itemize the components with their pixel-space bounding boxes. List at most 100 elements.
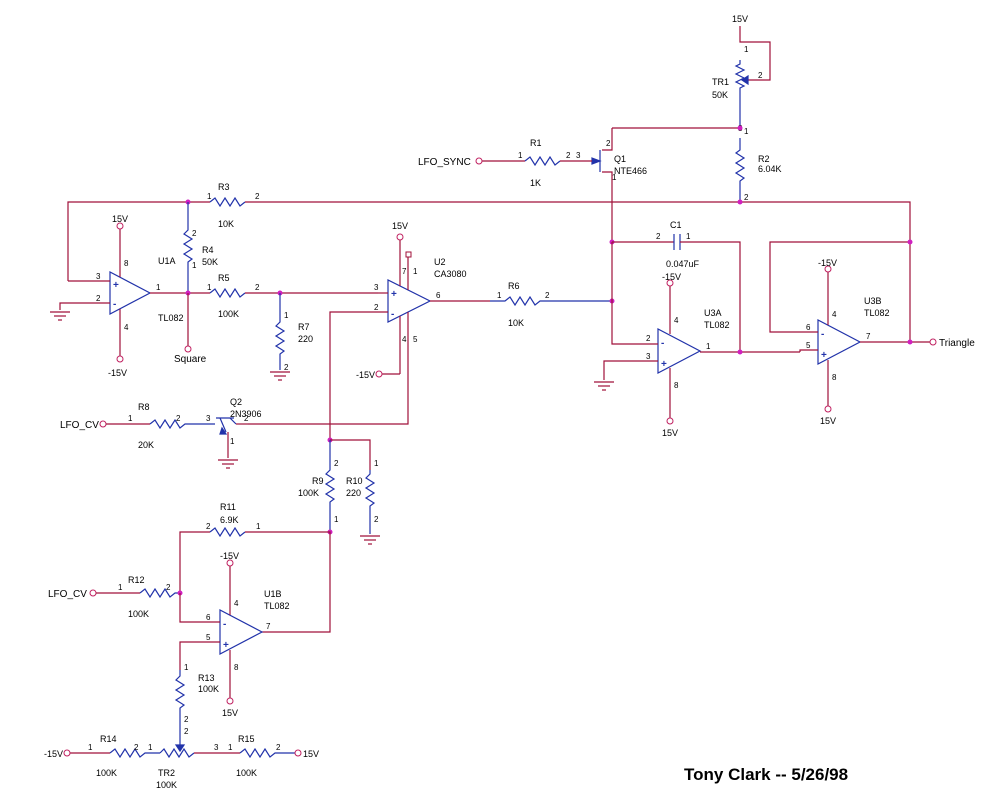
r10-wire [330, 439, 371, 470]
svg-text:1: 1 [284, 311, 289, 320]
r6-resistor: 1 2 [490, 291, 612, 307]
u1a-value: TL082 [158, 313, 184, 323]
svg-text:3: 3 [646, 352, 651, 361]
svg-text:2: 2 [646, 334, 651, 343]
svg-text:-: - [661, 338, 664, 349]
svg-text:2: 2 [184, 715, 189, 724]
svg-text:6: 6 [806, 323, 811, 332]
u3b-ref: U3B [864, 296, 882, 306]
u1b-vee-label: -15V [220, 551, 239, 561]
r3-value: 10K [218, 219, 234, 229]
svg-text:8: 8 [234, 663, 239, 672]
u1b-ref: U1B [264, 589, 282, 599]
r7-ref: R7 [298, 322, 310, 332]
svg-text:2: 2 [255, 192, 260, 201]
u2-vcc-label: 15V [392, 221, 408, 231]
svg-text:2: 2 [606, 139, 611, 148]
svg-text:8: 8 [674, 381, 679, 390]
u1a-vcc-label: 15V [112, 214, 128, 224]
r2-ref: R2 [758, 154, 770, 164]
r4-value: 50K [202, 257, 218, 267]
u1a-vee-terminal [116, 355, 124, 363]
r11-resistor: 2 1 [179, 522, 331, 633]
u3a-vcc-terminal [666, 417, 674, 425]
svg-text:7: 7 [866, 332, 871, 341]
u2-ref: U2 [434, 257, 446, 267]
u3b-vee-terminal [824, 265, 832, 273]
r15-resistor: 1 2 [228, 743, 295, 759]
u1b-vcc-terminal [226, 697, 234, 705]
svg-text:7: 7 [402, 267, 407, 276]
r1-value: 1K [530, 178, 541, 188]
svg-text:3: 3 [206, 414, 211, 423]
r14-supply-label: -15V [44, 749, 63, 759]
c1-ref: C1 [670, 220, 682, 230]
tr1-trimmer: 1 2 3 [734, 26, 771, 133]
square-terminal [184, 345, 192, 353]
svg-text:1: 1 [413, 267, 418, 276]
tr2-value: 100K [156, 780, 177, 790]
u3a-vee-terminal [666, 279, 674, 287]
lfo-sync-label: LFO_SYNC [418, 157, 471, 168]
svg-text:1: 1 [207, 192, 212, 201]
svg-text:4: 4 [234, 599, 239, 608]
svg-text:1: 1 [256, 522, 261, 531]
svg-text:8: 8 [124, 259, 129, 268]
svg-text:2: 2 [255, 283, 260, 292]
u1a-vcc-terminal [116, 222, 124, 230]
q2-value: 2N3906 [230, 409, 262, 419]
r11-ref: R11 [220, 502, 236, 512]
svg-text:5: 5 [413, 335, 418, 344]
u2-vee-terminal [375, 370, 383, 378]
svg-text:1: 1 [686, 232, 691, 241]
svg-text:2: 2 [656, 232, 661, 241]
u3a-vcc-label: 15V [662, 428, 678, 438]
r14-ref: R14 [100, 734, 117, 744]
u2-value: CA3080 [434, 269, 467, 279]
svg-text:1: 1 [744, 45, 749, 54]
svg-text:1: 1 [744, 127, 749, 136]
r3-resistor: 1 2 [67, 192, 911, 281]
u1b-opamp: - + 6 5 7 4 8 [179, 566, 271, 698]
r7-ground-icon [269, 371, 291, 381]
svg-text:8: 8 [832, 373, 837, 382]
u1a-opamp: + - 3 2 1 8 4 [59, 229, 210, 356]
r7-value: 220 [298, 334, 313, 344]
r10-resistor: 1 2 [364, 459, 379, 534]
svg-text:2: 2 [374, 303, 379, 312]
svg-text:4: 4 [124, 323, 129, 332]
r10-ground-icon [359, 535, 381, 545]
svg-text:1: 1 [706, 342, 711, 351]
svg-text:3: 3 [214, 743, 219, 752]
r10-value: 220 [346, 488, 361, 498]
r14-value: 100K [96, 768, 117, 778]
svg-text:-: - [391, 309, 394, 320]
svg-text:+: + [223, 640, 229, 651]
q2-transistor: 3 2 1 [206, 414, 249, 458]
svg-text:2: 2 [566, 151, 571, 160]
author-signature: Tony Clark -- 5/26/98 [684, 765, 848, 784]
tr2-trimmer: 1 3 [148, 743, 240, 759]
svg-text:2: 2 [134, 743, 139, 752]
u3b-vcc-label: 15V [820, 416, 836, 426]
u3a-vee-label: -15V [662, 272, 681, 282]
svg-text:1: 1 [192, 261, 197, 270]
svg-text:-: - [113, 299, 116, 310]
r15-supply-label: 15V [303, 749, 319, 759]
r13-ref: R13 [198, 673, 215, 683]
lfo-cv-label-1: LFO_CV [60, 420, 99, 431]
r8-resistor: 1 2 [106, 414, 215, 430]
r1-ref: R1 [530, 138, 542, 148]
r15-ref: R15 [238, 734, 255, 744]
u1a-ground-icon [49, 311, 71, 321]
svg-text:-: - [223, 619, 226, 630]
r15-supply-terminal [294, 749, 302, 757]
svg-text:1: 1 [374, 459, 379, 468]
svg-text:2: 2 [206, 522, 211, 531]
r5-value: 100K [218, 309, 239, 319]
u2-vee-label: -15V [356, 370, 375, 380]
svg-text:6: 6 [206, 613, 211, 622]
r9-value: 100K [298, 488, 319, 498]
svg-text:2: 2 [244, 414, 249, 423]
q1-value: NTE466 [614, 166, 647, 176]
